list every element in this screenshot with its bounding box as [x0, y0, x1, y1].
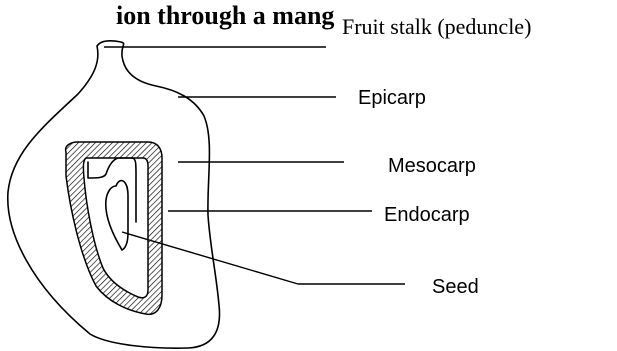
diagram-heading: ion through a mang: [116, 1, 334, 30]
label-endocarp: Endocarp: [384, 204, 470, 226]
endocarp-layer: [66, 142, 162, 314]
label-peduncle: Fruit stalk (peduncle): [342, 14, 531, 39]
seed-outline: [106, 181, 128, 250]
label-epicarp: Epicarp: [358, 87, 426, 109]
label-mesocarp: Mesocarp: [388, 155, 476, 177]
label-seed: Seed: [432, 276, 479, 298]
